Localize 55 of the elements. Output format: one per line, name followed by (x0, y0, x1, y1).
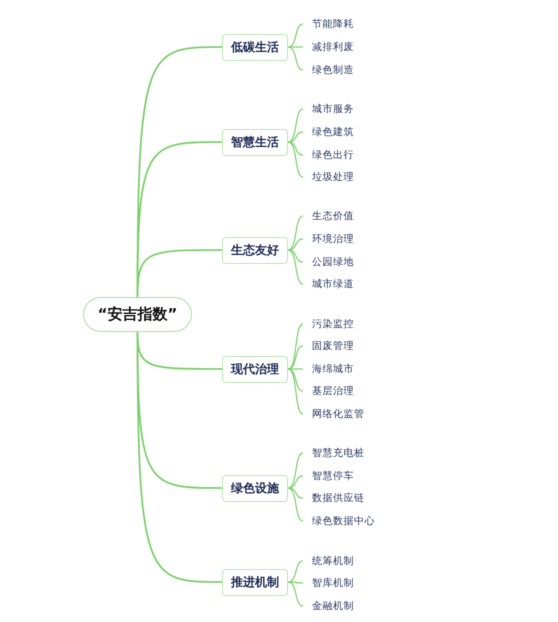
connector-line (288, 345, 304, 370)
subtopic-text: 数据供应链 (303, 490, 364, 506)
connector-line (288, 215, 304, 251)
subtopic-text: 节能降耗 (303, 16, 354, 32)
topic-box: 生态友好 (222, 236, 288, 264)
connector-line (288, 581, 304, 607)
subtopic-text: 智慧充电桩 (303, 445, 364, 461)
subtopic-text: 生态价值 (303, 208, 354, 224)
connector-line (288, 249, 304, 285)
connector-line (288, 131, 304, 143)
subtopic-text: 金融机制 (303, 598, 354, 614)
central-topic: “安吉指数” (83, 297, 192, 332)
connector-line (288, 368, 304, 392)
connector-line (288, 46, 303, 48)
subtopic-text: 城市服务 (303, 101, 354, 117)
topic-box: 智慧生活 (222, 128, 288, 156)
connector-line (288, 249, 304, 263)
subtopic-text: 基层治理 (303, 383, 354, 399)
connector-line (288, 368, 303, 370)
connector-line (288, 141, 304, 178)
connector-line (288, 452, 304, 489)
subtopic-text: 海绵城市 (303, 361, 354, 377)
connector-line (288, 23, 304, 48)
subtopic-text: 固废管理 (303, 338, 354, 354)
connector-line (288, 560, 304, 583)
subtopic-text: 智慧停车 (303, 468, 354, 484)
subtopic-text: 智库机制 (303, 575, 354, 591)
connector-line (288, 487, 304, 522)
subtopic-text: 垃圾处理 (303, 169, 354, 185)
subtopic-text: 绿色建筑 (303, 124, 354, 140)
connector-line (136, 249, 222, 298)
connector-line (288, 238, 304, 251)
subtopic-text: 绿色制造 (303, 62, 354, 78)
topic-box: 低碳生活 (222, 34, 288, 60)
subtopic-text: 环境治理 (303, 231, 354, 247)
connector-line (288, 323, 304, 370)
topic-box: 推进机制 (222, 568, 288, 596)
subtopic-text: 污染监控 (303, 316, 354, 332)
subtopic-text: 减排利废 (303, 39, 354, 55)
subtopic-text: 公园绿地 (303, 254, 354, 270)
connector-line (288, 487, 304, 499)
subtopic-text: 网络化监管 (303, 406, 364, 422)
connector-line (136, 332, 222, 583)
subtopic-text: 绿色出行 (303, 147, 354, 163)
subtopic-text: 统筹机制 (303, 553, 354, 569)
connector-line (288, 108, 304, 143)
topic-box: 绿色设施 (222, 474, 288, 502)
connector-line (288, 46, 304, 71)
topic-box: 现代治理 (222, 356, 288, 382)
connector-line (288, 475, 304, 489)
subtopic-text: 绿色数据中心 (303, 513, 375, 529)
connector-line (288, 581, 303, 584)
connector-line (288, 141, 304, 156)
subtopic-text: 城市绿道 (303, 276, 354, 292)
connector-line (288, 368, 304, 415)
